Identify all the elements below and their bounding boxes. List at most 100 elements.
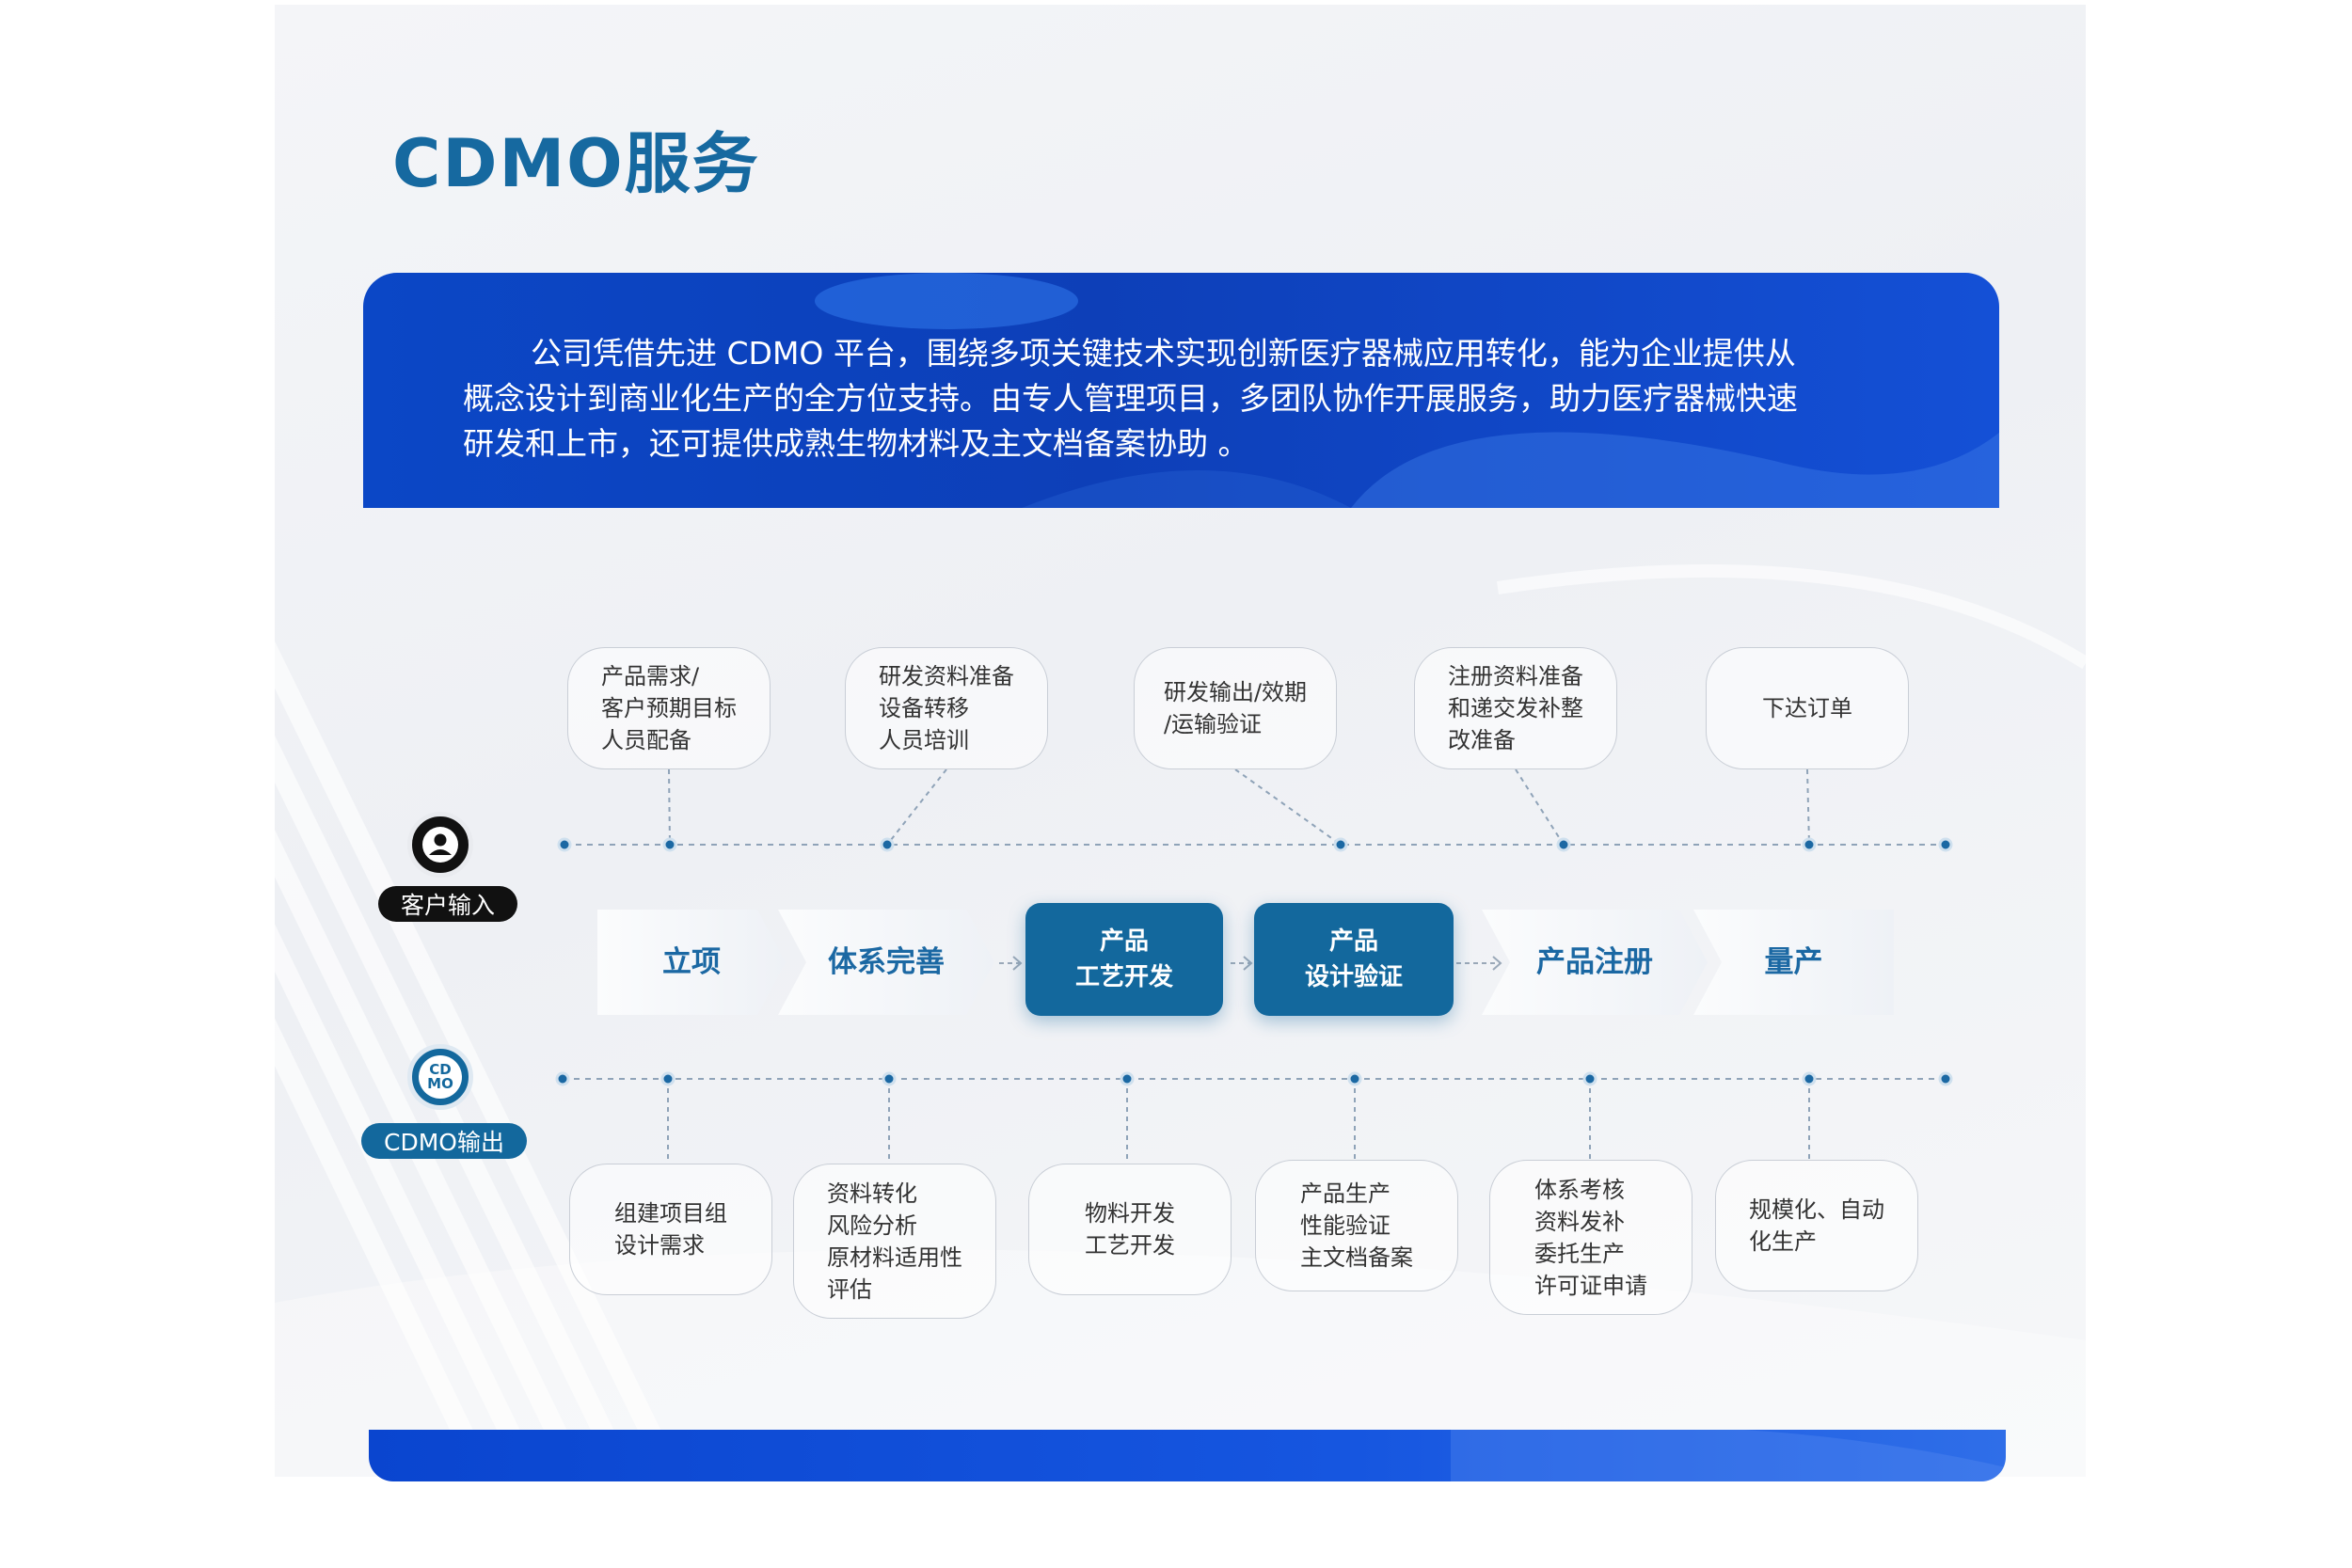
cdmo-output-line: 产品生产 [1300, 1180, 1391, 1207]
customer-input-text: 注册资料准备和递交发补整改准备 [1448, 660, 1583, 756]
customer-input-text: 下达订单 [1762, 692, 1852, 724]
cdmo-output-bubble: 体系考核资料发补委托生产许可证申请 [1489, 1160, 1692, 1315]
person-icon [422, 827, 458, 863]
stage-4: 产品设计验证 [1254, 903, 1454, 1016]
stage-label: 产品设计验证 [1305, 924, 1403, 995]
stage-label: 产品注册 [1536, 944, 1653, 980]
customer-input-line: 注册资料准备 [1448, 663, 1583, 689]
customer-input-line: 客户预期目标 [601, 695, 737, 721]
customer-input-bubble: 研发资料准备设备转移人员培训 [845, 647, 1048, 769]
cdmo-output-text: 资料转化风险分析原材料适用性评估 [827, 1178, 962, 1306]
intro-banner: 公司凭借先进 CDMO 平台，围绕多项关键技术实现创新医疗器械应用转化，能为企业… [363, 273, 1999, 508]
cdmo-icon-line2: MO [427, 1075, 453, 1092]
cdmo-output-bubble: 组建项目组设计需求 [569, 1164, 772, 1295]
cdmo-output-text: 规模化、自动化生产 [1749, 1194, 1884, 1258]
customer-input-line: 改准备 [1448, 727, 1516, 753]
cdmo-output-line: 主文档备案 [1300, 1244, 1413, 1271]
banner-decoration [815, 273, 1999, 508]
customer-input-line: 下达订单 [1762, 695, 1852, 721]
stage-arrowhead [1243, 956, 1253, 971]
stage-5: 产品注册 [1482, 910, 1708, 1015]
customer-input-bubble: 研发输出/效期/运输验证 [1134, 647, 1337, 769]
customer-input-line: 研发输出/效期 [1163, 679, 1308, 705]
customer-input-bubble: 产品需求/客户预期目标人员配备 [567, 647, 771, 769]
timeline-dot [880, 837, 895, 852]
customer-input-line: /运输验证 [1163, 711, 1263, 737]
cdmo-output-line: 资料发补 [1534, 1208, 1625, 1235]
timeline-dot [1938, 837, 1953, 852]
timeline-dot [882, 1071, 897, 1086]
cdmo-output-line: 风险分析 [827, 1212, 917, 1239]
cdmo-icon: CD MO [419, 1055, 462, 1099]
stage-label: 产品工艺开发 [1075, 924, 1173, 995]
timeline-dot [1938, 1071, 1953, 1086]
footer-bar [369, 1430, 2006, 1481]
cdmo-output-label: CDMO输出 [361, 1123, 527, 1159]
cdmo-output-text: 组建项目组设计需求 [614, 1197, 727, 1261]
stage-label: 立项 [662, 944, 721, 980]
stage-arrowhead [1012, 956, 1023, 971]
timeline-dot [660, 1071, 675, 1086]
cdmo-output-line: 化生产 [1749, 1228, 1817, 1255]
cdmo-output-line: 资料转化 [827, 1180, 917, 1207]
stage-label-line: 设计验证 [1304, 963, 1403, 991]
customer-input-text: 产品需求/客户预期目标人员配备 [601, 660, 737, 756]
stage-label-line: 立项 [662, 945, 721, 979]
cdmo-output-text: 产品生产性能验证主文档备案 [1300, 1178, 1413, 1274]
customer-input-line: 产品需求/ [601, 663, 700, 689]
stage-1: 立项 [597, 910, 786, 1015]
stage-label-line: 量产 [1764, 945, 1823, 979]
stage-arrowhead [1492, 956, 1502, 971]
cdmo-output-bubble: 物料开发工艺开发 [1028, 1164, 1232, 1295]
cdmo-output-line: 工艺开发 [1085, 1232, 1175, 1259]
cdmo-icon-line1: CD [429, 1061, 452, 1078]
cdmo-output-line: 体系考核 [1534, 1176, 1625, 1203]
cdmo-output-line: 物料开发 [1085, 1200, 1175, 1227]
input-connector [1234, 768, 1342, 846]
customer-input-bubble: 下达订单 [1706, 647, 1909, 769]
input-connector [668, 768, 671, 846]
customer-input-line: 设备转移 [879, 695, 969, 721]
customer-input-line: 和递交发补整 [1448, 695, 1583, 721]
input-connector [1515, 768, 1565, 846]
cdmo-output-bubble: 产品生产性能验证主文档备案 [1255, 1160, 1458, 1291]
timeline-dot [1556, 837, 1571, 852]
stage-label-line: 产品注册 [1536, 945, 1653, 979]
footer-decoration [1451, 1430, 2006, 1481]
stage-6: 量产 [1693, 910, 1894, 1015]
timeline-dot [1802, 837, 1817, 852]
stage-label-line: 产品 [1328, 927, 1378, 956]
cdmo-output-line: 原材料适用性 [827, 1243, 962, 1271]
stage-label: 量产 [1765, 944, 1823, 980]
customer-input-line: 研发资料准备 [879, 663, 1014, 689]
intro-line-1: 公司凭借先进 CDMO 平台，围绕多项关键技术实现创新医疗器械应用转化，能为企业… [531, 335, 1796, 372]
stage-label-line: 工艺开发 [1074, 963, 1173, 991]
input-connector [886, 768, 947, 846]
customer-input-line: 人员配备 [601, 727, 691, 753]
timeline-dot [555, 1071, 570, 1086]
intro-line-2: 概念设计到商业化生产的全方位支持。由专人管理项目，多团队协作开展服务，助力医疗器… [463, 380, 1798, 417]
timeline-dot [1582, 1071, 1597, 1086]
cdmo-output-line: 委托生产 [1534, 1240, 1625, 1267]
timeline-dot [1347, 1071, 1362, 1086]
cdmo-output-text: 体系考核资料发补委托生产许可证申请 [1534, 1174, 1647, 1302]
intro-line-3: 研发和上市，还可提供成熟生物材料及主文档备案协助 。 [463, 425, 1249, 462]
timeline-dot [1802, 1071, 1817, 1086]
stage-label: 体系完善 [828, 944, 945, 980]
input-connector [1806, 768, 1810, 846]
customer-badge [407, 812, 473, 878]
stage-3: 产品工艺开发 [1025, 903, 1223, 1016]
customer-input-bubble: 注册资料准备和递交发补整改准备 [1414, 647, 1617, 769]
cdmo-output-line: 许可证申请 [1534, 1272, 1647, 1299]
intro-text: 公司凭借先进 CDMO 平台，围绕多项关键技术实现创新医疗器械应用转化，能为企业… [463, 331, 1893, 467]
cdmo-output-line: 评估 [827, 1275, 872, 1303]
cdmo-output-line: 设计需求 [614, 1232, 705, 1259]
cdmo-badge: CD MO [407, 1044, 473, 1110]
stage-label-line: 产品 [1099, 927, 1149, 956]
cdmo-output-line: 性能验证 [1300, 1212, 1391, 1239]
cdmo-output-line: 组建项目组 [614, 1200, 727, 1227]
cdmo-output-bubble: 规模化、自动化生产 [1715, 1160, 1918, 1291]
timeline-dot [1120, 1071, 1135, 1086]
cdmo-output-text: 物料开发工艺开发 [1085, 1197, 1175, 1261]
